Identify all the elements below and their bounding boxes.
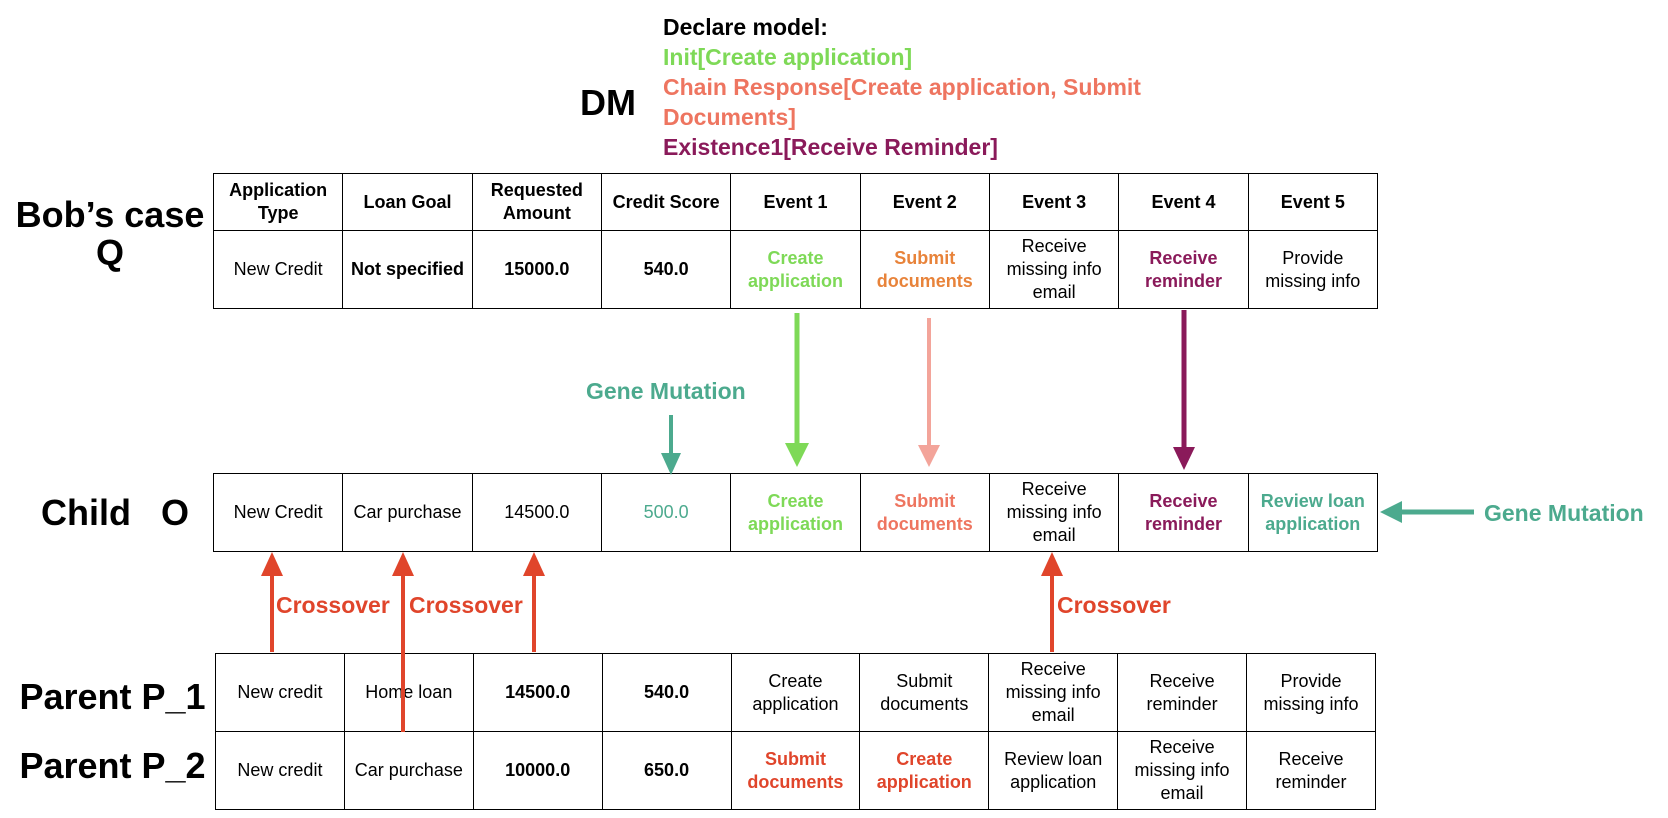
parent2-row-cell: Receive reminder (1246, 731, 1376, 810)
bob-row-cell: Provide missing info (1247, 230, 1379, 309)
bob-row-cell: 15000.0 (471, 230, 602, 309)
bob-row-cell: 540.0 (600, 230, 732, 309)
header-cell: Application Type (212, 173, 344, 231)
arrow-event4-purple (1173, 310, 1195, 470)
parent2-row-cell: Review loan application (988, 731, 1119, 810)
parent1-row-cell: Home loan (343, 653, 474, 732)
header-cell: Requested Amount (471, 173, 602, 231)
declare-model: Declare model: Init[Create application] … (663, 12, 1223, 162)
gene-mutation-label-score: Gene Mutation (586, 378, 746, 404)
arrow-crossover-amount (523, 552, 545, 652)
crossover-label-2: Crossover (409, 592, 523, 618)
parent2-row-cell: Create application (859, 731, 990, 810)
dm-tag: DM (580, 82, 636, 123)
parent2-row-cell: Receive missing info email (1117, 731, 1247, 810)
parent1-row-cell: 14500.0 (472, 653, 603, 732)
parent2-row-cell: Car purchase (343, 731, 474, 810)
declare-rule-existence: Existence1[Receive Reminder] (663, 134, 998, 160)
crossover-label-1: Crossover (276, 592, 390, 618)
child-row-cell: Review loan application (1247, 473, 1379, 552)
declare-rule-chain-response: Chain Response[Create application, Submi… (663, 74, 1141, 130)
header-cell: Event 4 (1118, 173, 1249, 231)
child-row-cell: Car purchase (342, 473, 473, 552)
declare-model-title: Declare model: (663, 14, 828, 40)
bob-row-cell: Submit documents (859, 230, 990, 309)
bob-row-cell: Not specified (342, 230, 473, 309)
parent2-row-cell: 650.0 (601, 731, 732, 810)
header-cell: Event 3 (988, 173, 1120, 231)
header-cell: Loan Goal (342, 173, 473, 231)
arrow-event2-salmon (918, 318, 940, 467)
child-row-cell: 14500.0 (471, 473, 602, 552)
child-row-cell: Receive reminder (1118, 473, 1249, 552)
bob-case-label: Bob’s case Q (15, 194, 205, 273)
gene-mutation-label-event5: Gene Mutation (1484, 500, 1644, 526)
arrow-event1-green (785, 313, 809, 467)
parent-p1-label: Parent P_1 (19, 676, 206, 717)
parent2-row-cell: 10000.0 (472, 731, 603, 810)
bob-row-cell: Receive missing info email (988, 230, 1120, 309)
header-cell: Event 2 (859, 173, 990, 231)
parent1-row-cell: New credit (215, 653, 345, 732)
parent1-row-cell: Create application (730, 653, 861, 732)
parent2-row-cell: New credit (215, 731, 345, 810)
header-cell: Event 5 (1247, 173, 1379, 231)
child-row-cell: Receive missing info email (988, 473, 1120, 552)
arrow-gene-mutation-event5 (1380, 501, 1474, 523)
parent1-row-cell: Receive reminder (1117, 653, 1247, 732)
child-row-cell: Create application (730, 473, 861, 552)
child-label: Child O (41, 492, 189, 533)
header-cell: Credit Score (600, 173, 732, 231)
crossover-label-3: Crossover (1057, 592, 1171, 618)
child-row-cell: New Credit (212, 473, 344, 552)
bob-row-cell: Receive reminder (1118, 230, 1249, 309)
parent-p2-label: Parent P_2 (19, 745, 206, 786)
parent1-row-cell: 540.0 (601, 653, 732, 732)
bob-row-cell: Create application (730, 230, 861, 309)
declare-rule-init: Init[Create application] (663, 44, 913, 70)
bob-row-cell: New Credit (212, 230, 344, 309)
parent2-row-cell: Submit documents (730, 731, 861, 810)
child-row-cell: Submit documents (859, 473, 990, 552)
arrow-gene-mutation-score (661, 415, 681, 475)
child-row-cell: 500.0 (600, 473, 732, 552)
parent1-row-cell: Provide missing info (1246, 653, 1376, 732)
parent1-row-cell: Receive missing info email (988, 653, 1119, 732)
parent1-row-cell: Submit documents (859, 653, 990, 732)
header-cell: Event 1 (730, 173, 861, 231)
